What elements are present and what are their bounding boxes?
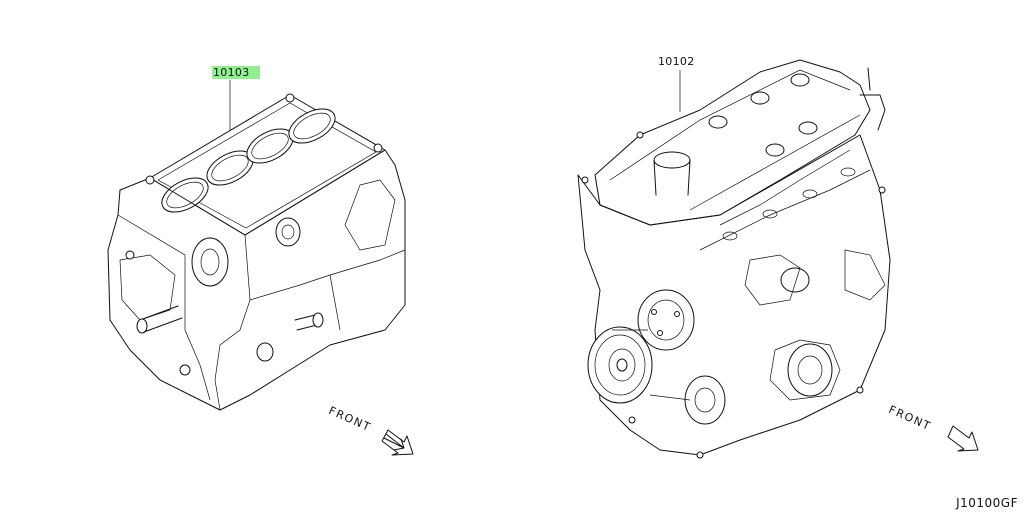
part-number-callout[interactable]: 10102 [658,55,695,68]
diagram-code: J10100GF [956,496,1018,510]
front-arrow-icon [947,425,979,452]
part-number-label: 10102 [658,55,695,68]
front-arrow-icon [381,429,414,456]
cylinder-block-illustration [107,80,406,411]
engine-assembly-illustration [577,59,891,459]
part-number-callout[interactable]: 10103 [212,66,260,79]
part-number-highlight: 10103 [212,66,260,79]
